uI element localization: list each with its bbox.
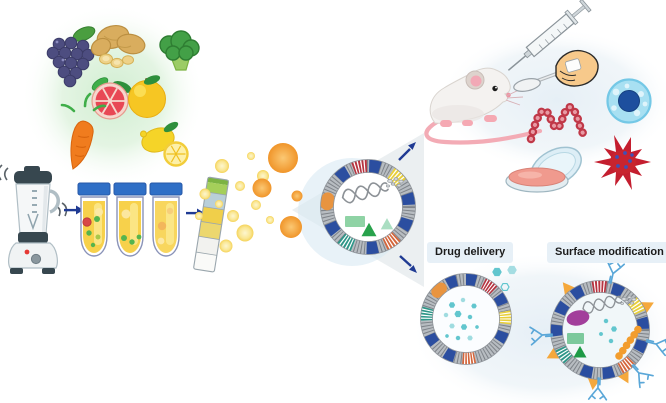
carrot-icon xyxy=(60,92,107,170)
drug-delivery-label-text: Drug delivery xyxy=(435,246,506,258)
surface-modification-label: Surface modification xyxy=(547,242,666,263)
mouse-icon xyxy=(424,67,543,145)
cargo-ellipse xyxy=(566,310,590,326)
mouse-tail xyxy=(424,119,543,145)
mouse-eye xyxy=(492,85,498,92)
density-gradient-strip xyxy=(193,176,230,273)
centrifuge-tube-1 xyxy=(77,182,111,257)
syringe-icon xyxy=(507,0,592,71)
hand-spoon-icon xyxy=(513,49,599,92)
bacteria-chain-icon xyxy=(526,102,591,144)
membrane-proteins xyxy=(420,273,512,365)
vesicle-spray xyxy=(195,143,303,253)
grapefruit-icon xyxy=(91,77,132,120)
cargo-rectangle xyxy=(567,333,584,344)
broccoli-icon xyxy=(159,30,200,71)
to-engineering-arrow xyxy=(399,255,417,273)
centrifuge-tube-3 xyxy=(149,182,183,257)
cell-icon xyxy=(606,78,652,124)
lemon-icon xyxy=(140,121,189,167)
surface-modification-label-text: Surface modification xyxy=(555,246,664,258)
spoon-bowl xyxy=(513,78,541,92)
blender-icon xyxy=(0,164,68,274)
cancer-cell-icon xyxy=(594,135,651,190)
exosome-vesicle xyxy=(320,159,416,255)
vibration-marks-left xyxy=(0,164,9,181)
cargo-bead-chain xyxy=(615,324,643,360)
grapes-icon xyxy=(46,26,96,88)
centrifuge-tube-2 xyxy=(113,182,147,257)
to-applications-arrow xyxy=(398,142,416,161)
drug-delivery-label: Drug delivery xyxy=(427,242,514,263)
ginger-icon xyxy=(90,24,146,69)
petri-dish-icon xyxy=(505,146,582,193)
applications-glow xyxy=(439,28,666,172)
cargo-rectangle xyxy=(345,216,365,227)
surface-modified-vesicle xyxy=(529,259,666,401)
vesicle-cargo xyxy=(566,293,643,360)
orange-icon xyxy=(128,75,166,118)
blender-to-tubes-arrow xyxy=(64,205,84,215)
centrifuge-tubes xyxy=(77,182,183,257)
drug-delivery-vesicle xyxy=(420,265,517,365)
vesicle-cargo xyxy=(340,177,404,237)
